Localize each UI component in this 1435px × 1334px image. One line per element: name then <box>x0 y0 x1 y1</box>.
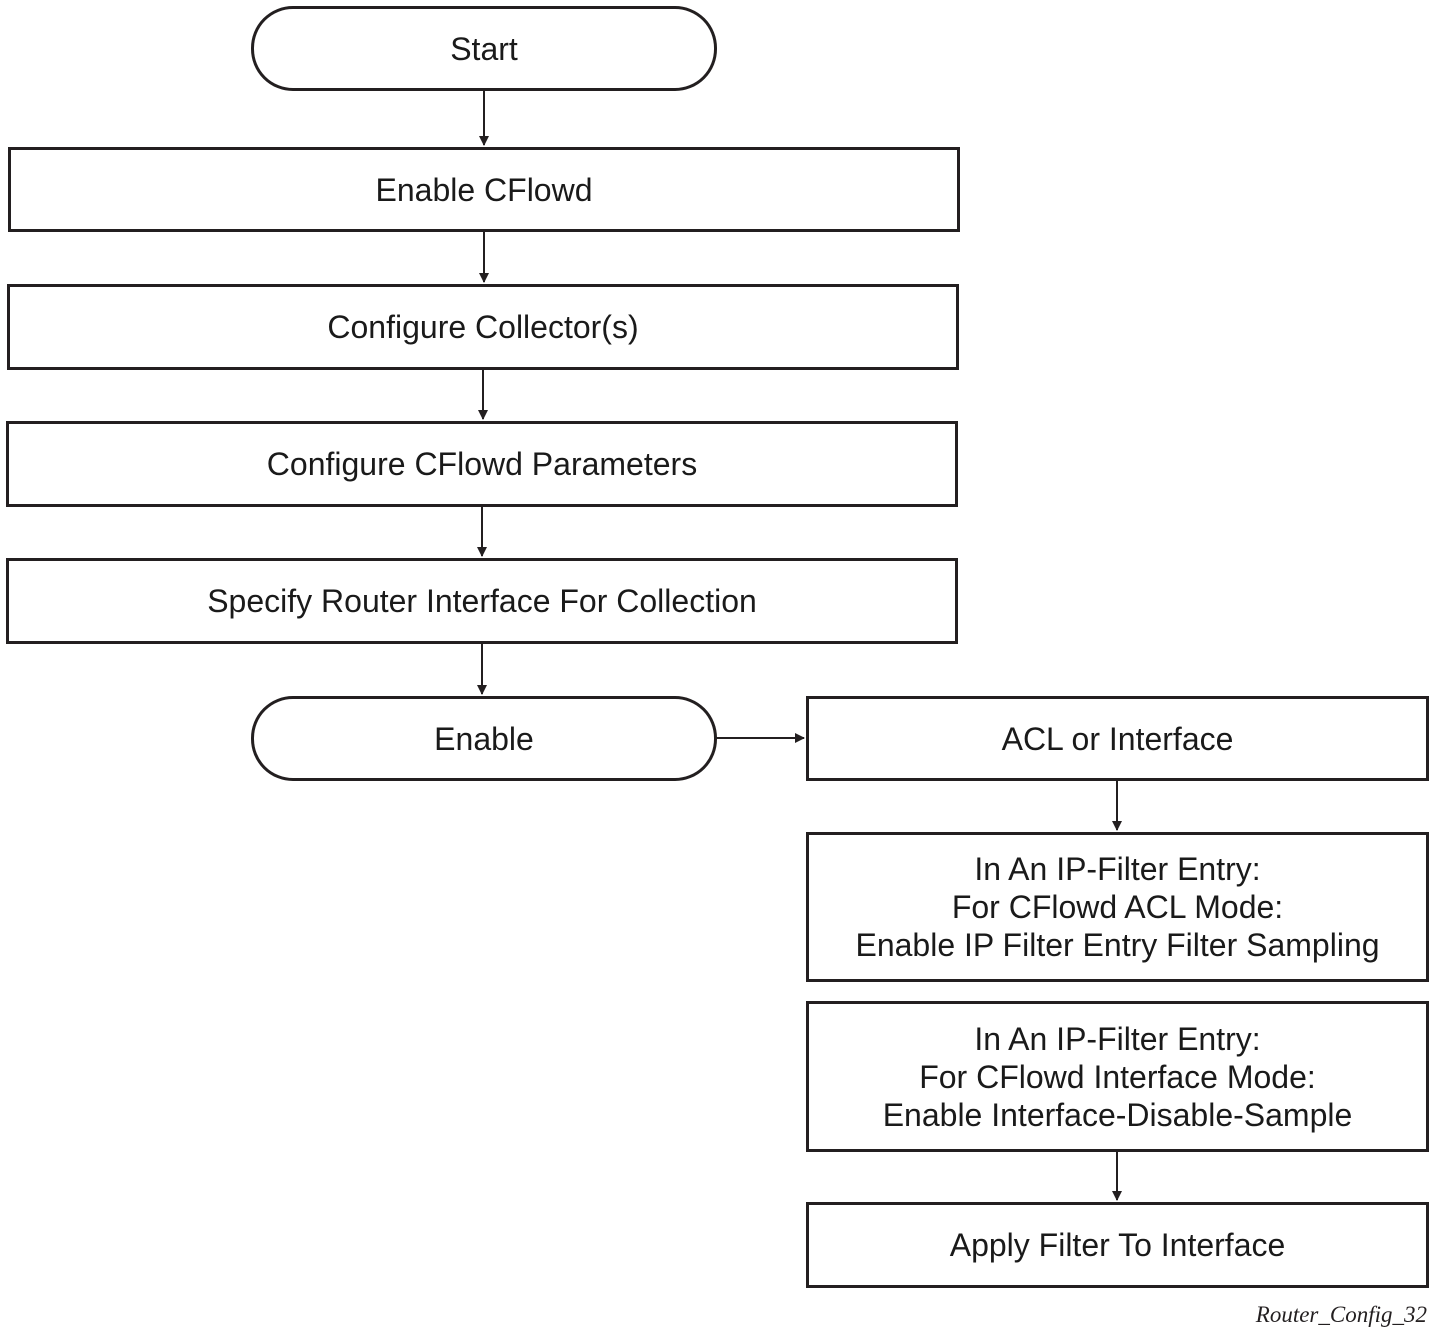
figure-id: Router_Config_32 <box>1255 1302 1427 1327</box>
specify-interface-box: Specify Router Interface For Collection <box>6 558 958 644</box>
acl-mode-line-2: For CFlowd ACL Mode: <box>951 889 1284 925</box>
acl-mode-box: In An IP-Filter Entry: For CFlowd ACL Mo… <box>806 832 1429 982</box>
interface-mode-line-2: For CFlowd Interface Mode: <box>919 1058 1316 1095</box>
specify-interface-label: Specify Router Interface For Collection <box>207 583 757 619</box>
configure-collectors-box: Configure Collector(s) <box>7 284 959 370</box>
interface-mode-line-1: In An IP-Filter Entry: <box>974 1020 1261 1057</box>
acl-or-interface-box: ACL or Interface <box>806 696 1429 781</box>
apply-filter-box: Apply Filter To Interface <box>806 1202 1429 1288</box>
start-label: Start <box>450 30 518 67</box>
start-terminal: Start <box>251 6 717 91</box>
enable-cflowd-label: Enable CFlowd <box>375 171 593 208</box>
acl-mode-line-3: Enable IP Filter Entry Filter Sampling <box>855 927 1380 963</box>
configure-parameters-box: Configure CFlowd Parameters <box>6 421 958 507</box>
apply-filter-label: Apply Filter To Interface <box>949 1227 1286 1263</box>
enable-cflowd-box: Enable CFlowd <box>8 147 960 232</box>
interface-mode-line-3: Enable Interface-Disable-Sample <box>882 1096 1353 1133</box>
acl-mode-line-1: In An IP-Filter Entry: <box>974 851 1261 887</box>
acl-or-interface-label: ACL or Interface <box>1001 720 1234 757</box>
interface-mode-box: In An IP-Filter Entry: For CFlowd Interf… <box>806 1001 1429 1152</box>
configure-parameters-label: Configure CFlowd Parameters <box>266 446 698 482</box>
enable-terminal: Enable <box>251 696 717 781</box>
enable-label: Enable <box>434 720 534 757</box>
configure-collectors-label: Configure Collector(s) <box>327 309 639 345</box>
